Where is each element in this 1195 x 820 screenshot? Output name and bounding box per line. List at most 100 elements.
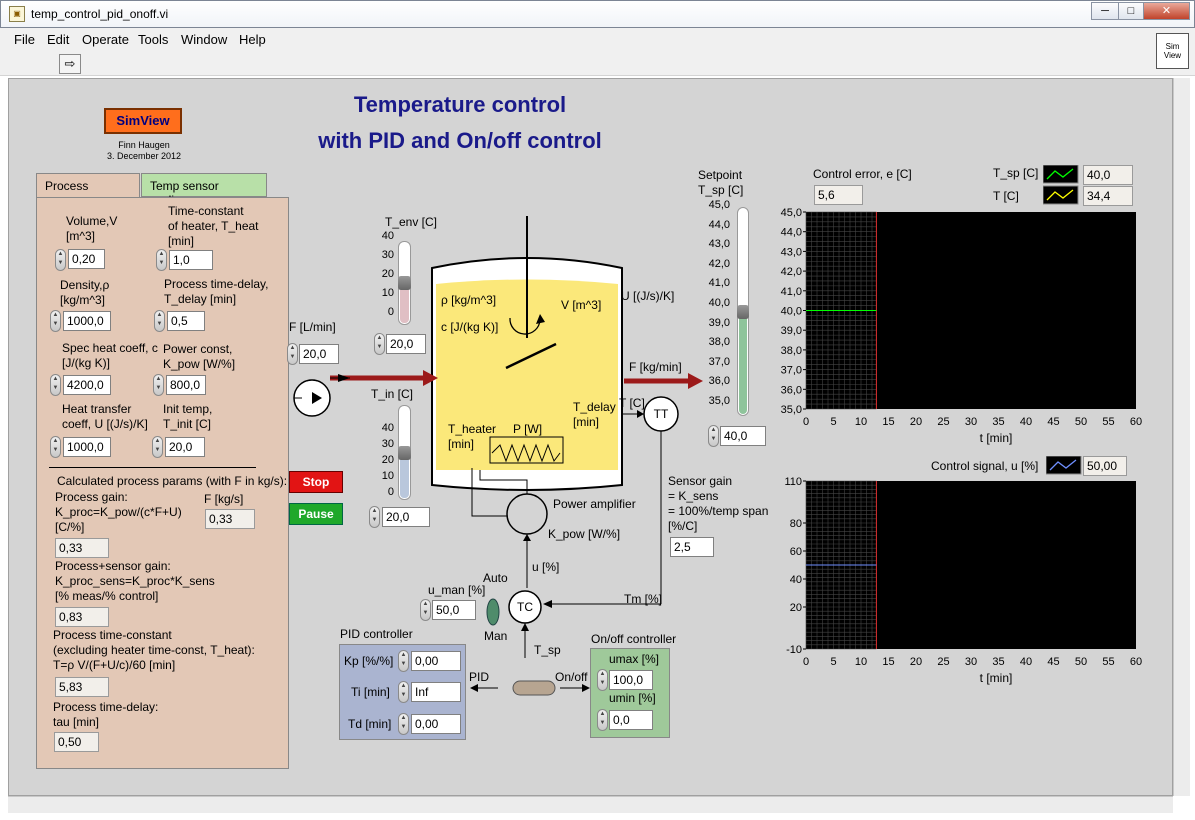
tt-label: TT [653, 407, 669, 421]
y-tick-label: 80 [790, 518, 802, 530]
tin-slider[interactable] [398, 405, 411, 500]
heat-coeff-field[interactable]: 4200,0 [63, 375, 111, 395]
tin-field[interactable]: 20,0 [382, 507, 430, 527]
gain-display: 0,33 [55, 538, 109, 558]
slider-tick-label: 39,0 [708, 316, 730, 329]
close-button[interactable]: ✕ [1143, 2, 1190, 20]
vertical-scrollbar[interactable] [1173, 78, 1190, 796]
run-arrow-icon[interactable]: ⇨ [59, 54, 81, 74]
x-tick-label: 50 [1075, 656, 1087, 668]
horizontal-scrollbar[interactable] [8, 796, 1173, 813]
heat-trans-field[interactable]: 1000,0 [63, 437, 111, 457]
ti-spinner[interactable]: ▲▼ [398, 681, 409, 703]
tconst-display: 5,83 [55, 677, 109, 697]
menu-operate[interactable]: Operate [82, 32, 129, 47]
density-spinner[interactable]: ▲▼ [50, 310, 61, 332]
tin-thumb[interactable] [398, 445, 411, 460]
tenv-spinner[interactable]: ▲▼ [374, 333, 385, 355]
slider-tick-label: 40 [381, 422, 394, 434]
umax-field[interactable]: 100,0 [609, 670, 653, 690]
pause-button[interactable]: Pause [289, 503, 343, 525]
uman-spinner[interactable]: ▲▼ [420, 599, 431, 621]
f-kgs-label: F [kg/s] [204, 492, 244, 506]
kp-field[interactable]: 0,00 [411, 651, 461, 671]
menu-bar: File Edit Operate Tools Window Help [0, 28, 1195, 52]
setpoint-label: Setpoint T_sp [C] [698, 168, 744, 197]
auto-man-switch[interactable] [485, 597, 501, 627]
tin-spinner[interactable]: ▲▼ [369, 506, 380, 528]
chart1-legend [1043, 165, 1079, 205]
setpoint-field[interactable]: 40,0 [720, 426, 766, 446]
menu-help[interactable]: Help [239, 32, 266, 47]
setpoint-slider[interactable] [737, 207, 749, 416]
minimize-button[interactable]: ─ [1091, 2, 1119, 20]
y-tick-label: 110 [784, 476, 802, 488]
slider-tick-label: 0 [387, 306, 394, 318]
pow-const-spinner[interactable]: ▲▼ [153, 374, 164, 396]
delay-spinner[interactable]: ▲▼ [154, 310, 165, 332]
kp-spinner[interactable]: ▲▼ [398, 650, 409, 672]
pow-const-field[interactable]: 800,0 [166, 375, 206, 395]
tab-temp-sensor-scaling[interactable]: Temp sensor scaling [141, 173, 267, 207]
tau-heat-label: Time-constant of heater, T_heat [min] [168, 204, 259, 248]
sensor-gain-field[interactable]: 2,5 [670, 537, 714, 557]
vi-icon: ▣ [9, 6, 25, 22]
menu-window[interactable]: Window [181, 32, 228, 47]
tau-heat-field[interactable]: 1,0 [169, 250, 213, 270]
x-tick-label: 60 [1130, 656, 1142, 668]
y-tick-label: 44,0 [781, 227, 802, 239]
slider-tick-label: 43,0 [708, 238, 730, 251]
tenv-thumb[interactable] [398, 276, 411, 290]
x-tick-label: 10 [855, 656, 867, 668]
stop-button[interactable]: Stop [289, 471, 343, 493]
delay-field[interactable]: 0,5 [167, 311, 205, 331]
uman-field[interactable]: 50,0 [432, 600, 476, 620]
tenv-slider[interactable] [398, 241, 411, 325]
tdelay-calc-display: 0,50 [54, 732, 99, 752]
density-field[interactable]: 1000,0 [63, 311, 111, 331]
td-spinner[interactable]: ▲▼ [398, 713, 409, 735]
gain-label: Process gain: K_proc=K_pow/(c*F+U) [C/%] [55, 490, 182, 534]
y-tick-label: 40 [790, 574, 802, 586]
ti-field[interactable]: Inf [411, 682, 461, 702]
init-temp-label: Init temp, T_init [C] [163, 402, 213, 431]
power-amplifier-circle [506, 493, 548, 535]
umin-spinner[interactable]: ▲▼ [597, 709, 608, 731]
y-tick-label: 20 [790, 602, 802, 614]
menu-edit[interactable]: Edit [47, 32, 70, 47]
heat-trans-spinner[interactable]: ▲▼ [50, 436, 61, 458]
menu-file[interactable]: File [14, 32, 35, 47]
volume-spinner[interactable]: ▲▼ [55, 249, 66, 271]
tdelay-calc-label: Process time-delay: tau [min] [53, 700, 159, 729]
tconst-label: Process time-constant (excluding heater … [53, 628, 255, 672]
td-field[interactable]: 0,00 [411, 714, 461, 734]
menu-tools[interactable]: Tools [138, 32, 169, 47]
setpoint-thumb[interactable] [737, 304, 749, 319]
volume-field[interactable]: 0,20 [68, 249, 105, 269]
pid-onoff-switch[interactable] [513, 681, 555, 695]
tin-fill [400, 452, 409, 498]
tenv-field[interactable]: 20,0 [386, 334, 426, 354]
heat-coeff-spinner[interactable]: ▲▼ [50, 374, 61, 396]
x-tick-label: 55 [1102, 416, 1114, 428]
kp-label: Kp [%/%] [344, 654, 394, 668]
umin-field[interactable]: 0,0 [609, 710, 653, 730]
f-lmin-spinner[interactable]: ▲▼ [287, 343, 298, 365]
setpoint-spinner[interactable]: ▲▼ [708, 425, 719, 447]
tau-heat-spinner[interactable]: ▲▼ [156, 249, 167, 271]
f-lmin-field[interactable]: 20,0 [299, 344, 339, 364]
theater-label: T_heater [min] [448, 422, 497, 451]
slider-tick-label: 30 [381, 249, 394, 261]
legend-tsp-icon [1046, 168, 1074, 180]
tm-label: Tm [%] [624, 592, 662, 606]
x-tick-label: 55 [1102, 656, 1114, 668]
umax-spinner[interactable]: ▲▼ [597, 669, 608, 691]
legend-t-label: T [C] [993, 189, 1019, 203]
tdelay-label: T_delay [min] [573, 400, 616, 429]
init-temp-field[interactable]: 20,0 [165, 437, 205, 457]
init-temp-spinner[interactable]: ▲▼ [152, 436, 163, 458]
x-axis-label: t [min] [980, 671, 1013, 685]
simview-button[interactable]: SimView [104, 108, 182, 134]
auto-man-switch-icon [486, 598, 500, 626]
